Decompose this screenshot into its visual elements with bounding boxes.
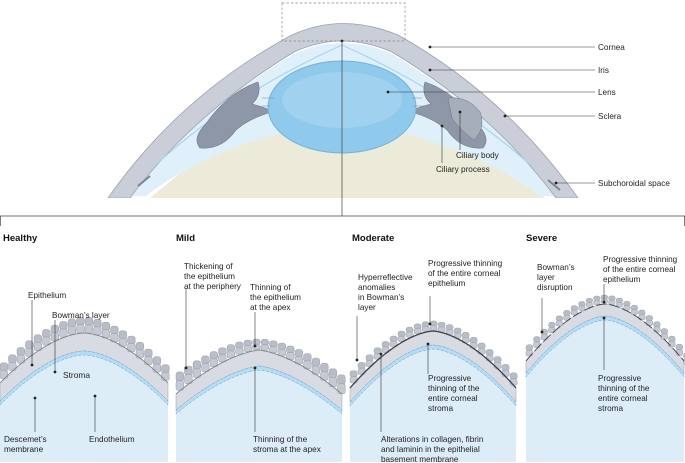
panel-title-moderate: Moderate [352,233,394,244]
cornea-sclera-outer [107,23,579,198]
healthy-aqueous [0,351,168,462]
mild-thin-stroma-label: Thinning of the stroma at the apex [253,435,321,454]
severe-bowmans-layer [525,303,685,362]
severe-prog-epi-label: Progressive thinning of the entire corne… [603,255,679,284]
zoom-box [281,2,406,42]
ciliary-body-label: Ciliary body [456,151,500,160]
mild-endothelium [175,365,343,415]
healthy-bowmans-label: Bowman’s layer [52,311,110,320]
severe-bowman-disruption-label: Bowman’s layer disruption [537,263,577,292]
strip-moderate [349,320,518,462]
ciliary-process-label: Ciliary process [436,165,490,174]
panel-title-mild: Mild [176,233,195,244]
corneal-strips [0,294,685,462]
healthy-endothelium [0,350,169,406]
moderate-aqueous [350,345,516,462]
mild-epithelium [175,338,346,394]
subchoroidal-label: Subchoroidal space [598,179,670,188]
panel-title-severe: Severe [526,233,557,244]
severe-endothelium [525,315,685,378]
strip-severe [525,294,685,462]
moderate-bowmans-layer [349,330,517,389]
severe-epithelium [525,294,685,365]
healthy-stroma-label: Stroma [63,370,90,380]
cornea-label: Cornea [598,43,625,52]
strip-healthy [0,317,170,462]
eye-cross-section [107,23,579,198]
healthy-bowmans-layer [0,332,169,384]
healthy-descemets-label: Descemet’s membrane [4,435,49,454]
mild-bowmans-layer [175,349,343,395]
panel-title-healthy: Healthy [3,233,38,244]
moderate-prog-epi-label: Progressive thinning of the entire corne… [428,259,504,288]
iris-label: Iris [598,66,609,75]
mild-aqueous [176,366,342,462]
moderate-alterations-label: Alterations in collagen, fibrin and lami… [381,435,486,463]
lens-label: Lens [598,88,616,97]
moderate-hyperreflective-label: Hyperreflective anomalies in Bowman’s la… [358,273,415,312]
moderate-prog-stroma-label: Progressive thinning of the entire corne… [428,374,482,413]
zonules [262,97,424,107]
severe-prog-stroma-label: Progressive thinning of the entire corne… [598,374,652,413]
strip-mild [175,338,346,462]
severe-aqueous [526,316,684,462]
healthy-epithelium-label: Epithelium [28,291,66,300]
sclera-label: Sclera [598,112,622,121]
moderate-endothelium [349,344,517,407]
ciliary-body [447,97,483,141]
healthy-endothelium-label: Endothelium [89,435,135,444]
mild-thin-epithelium-label: Thinning of the epithelium at the apex [250,283,303,312]
mild-thickening-label: Thickening of the epithelium at the peri… [184,262,242,291]
